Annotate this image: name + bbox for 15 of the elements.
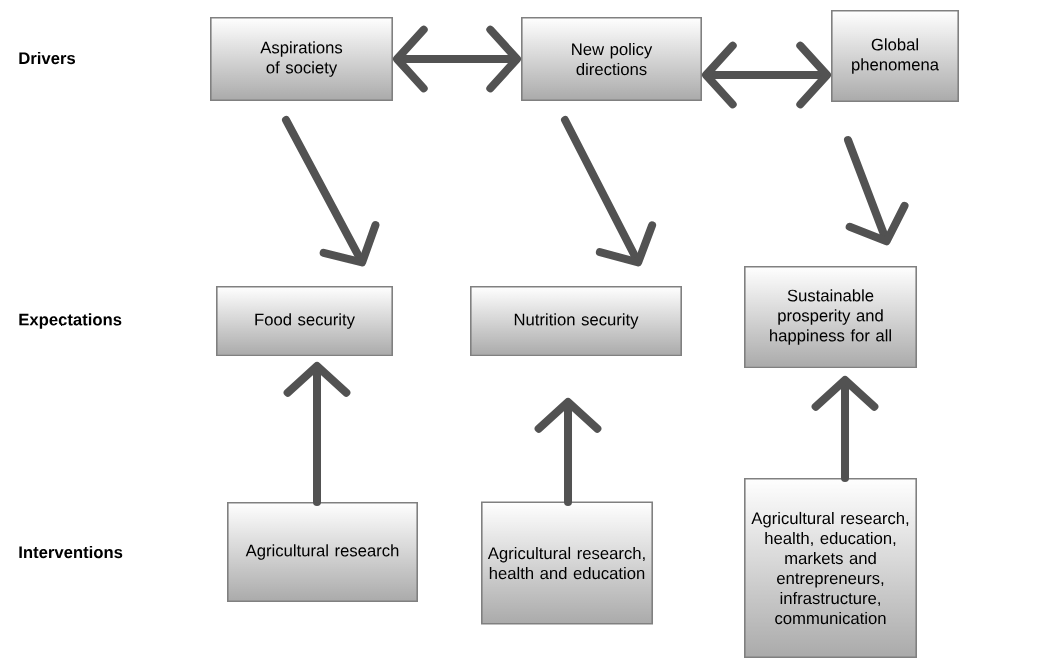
arrow bbox=[282, 116, 380, 267]
arrow bbox=[283, 362, 351, 506]
row-label: Interventions bbox=[19, 545, 123, 559]
process-box: Food security bbox=[216, 286, 393, 356]
process-box: Sustainable prosperity and happiness for all bbox=[744, 266, 917, 368]
process-box: New policy directions bbox=[521, 17, 702, 101]
arrow bbox=[561, 116, 657, 267]
row-label: Expectations bbox=[19, 313, 122, 329]
row-label: Drivers bbox=[19, 51, 76, 65]
process-box: Agricultural research bbox=[227, 502, 418, 602]
process-box: Global phenomena bbox=[831, 10, 959, 102]
process-box: Agricultural research, health, education, markets and entrepreneurs, infrastructure, communication bbox=[744, 478, 917, 658]
process-box: Aspirations of society bbox=[210, 17, 393, 101]
process-box: Nutrition security bbox=[470, 286, 682, 356]
process-box: Agricultural research, health and education bbox=[481, 501, 653, 625]
